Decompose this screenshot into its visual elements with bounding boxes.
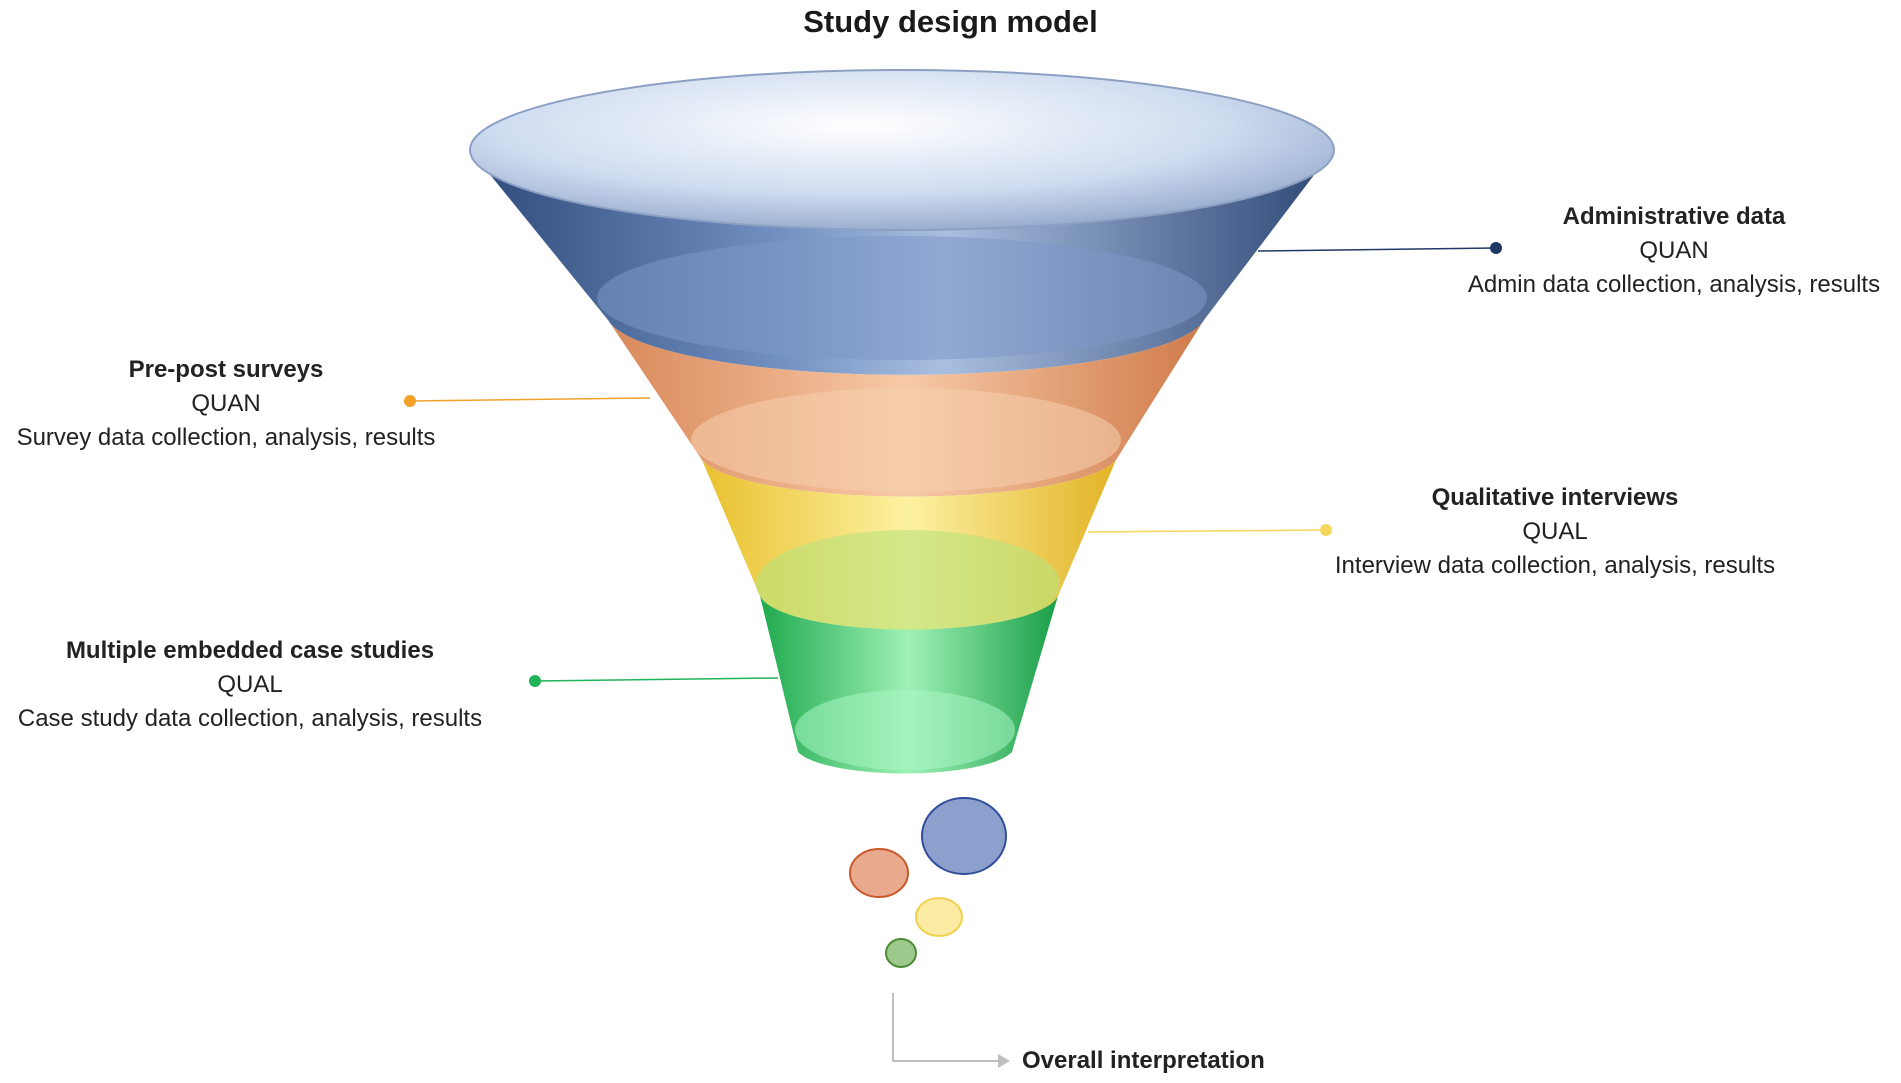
inner-orange-ellipse [691, 388, 1121, 492]
label-method: QUAL [1522, 518, 1588, 545]
label-description: Admin data collection, analysis, results [1467, 271, 1881, 298]
connector-admin-dot [1490, 242, 1502, 254]
label-heading: Multiple embedded case studies [65, 637, 435, 664]
inner-green-ellipse [795, 690, 1015, 770]
bubble-yellow [915, 897, 963, 937]
inner-blue-ellipse [597, 236, 1207, 360]
connector-case [534, 677, 779, 682]
arrow-head-icon [998, 1054, 1010, 1068]
label-qualitative-interviews: Qualitative interviews QUAL Interview da… [1310, 481, 1800, 583]
label-pre-post-surveys: Pre-post surveys QUAN Survey data collec… [0, 353, 452, 455]
label-description: Interview data collection, analysis, res… [1334, 552, 1776, 579]
output-arrow [892, 993, 1000, 1062]
label-description: Case study data collection, analysis, re… [17, 705, 483, 732]
label-heading: Qualitative interviews [1431, 484, 1679, 511]
label-method: QUAN [191, 390, 261, 417]
rim-ellipse [469, 69, 1335, 231]
label-method: QUAN [1639, 237, 1709, 264]
label-description: Survey data collection, analysis, result… [16, 424, 436, 451]
connector-survey-dot [404, 395, 416, 407]
connector-survey [409, 397, 651, 402]
label-heading: Administrative data [1562, 203, 1786, 230]
connector-case-dot [529, 675, 541, 687]
label-administrative-data: Administrative data QUAN Admin data coll… [1454, 200, 1894, 302]
inner-yellow-ellipse [756, 530, 1060, 638]
label-heading: Pre-post surveys [128, 356, 324, 383]
label-case-studies: Multiple embedded case studies QUAL Case… [0, 634, 500, 736]
diagram-title: Study design model [803, 4, 1098, 39]
bubble-blue [921, 797, 1007, 875]
label-overall-interpretation: Overall interpretation [1022, 1047, 1265, 1074]
connector-qual [1087, 529, 1327, 533]
bubble-green [885, 938, 917, 968]
connector-admin [1257, 247, 1497, 252]
connector-qual-dot [1320, 524, 1332, 536]
label-method: QUAL [217, 671, 283, 698]
bubble-orange [849, 848, 909, 898]
